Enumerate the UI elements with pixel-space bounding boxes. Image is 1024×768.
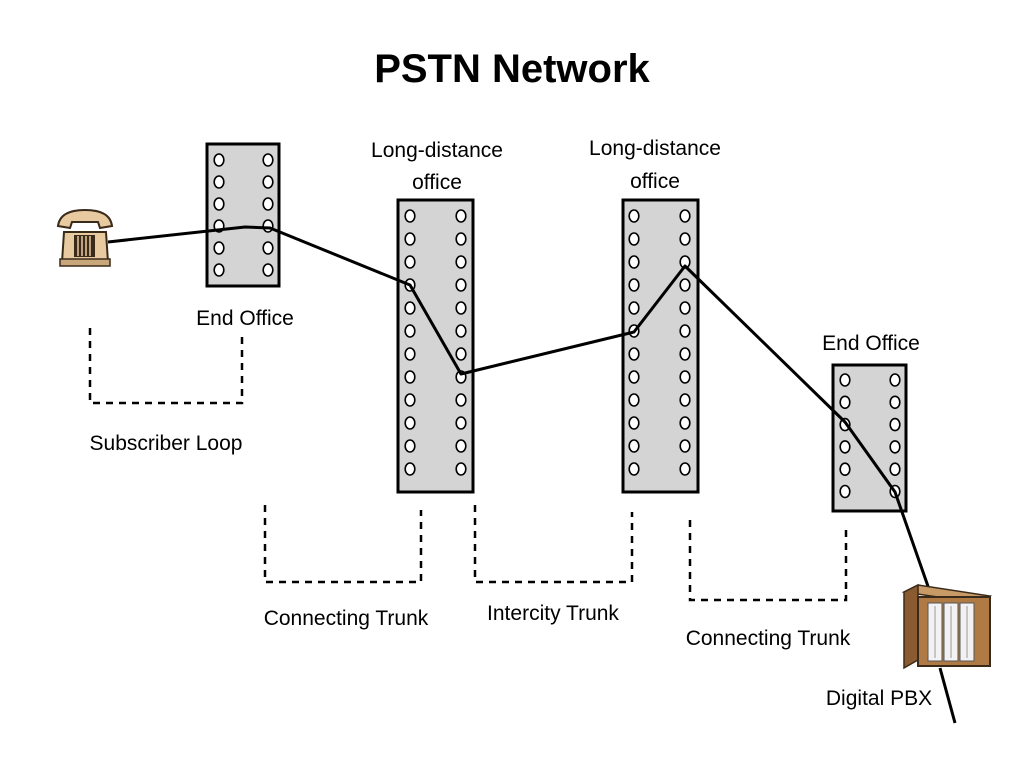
switch-port [455,393,467,407]
switch-port [628,439,640,453]
switch-port [679,278,691,292]
switch-port [262,219,274,233]
switch-port [455,209,467,223]
switch-port [213,241,225,255]
switch-port [839,373,851,387]
switch-port [679,439,691,453]
switch-port [455,301,467,315]
switch-port [455,232,467,246]
switch-port [839,462,851,477]
switch-port [404,324,416,338]
connection-path [107,225,932,593]
switch-port [679,301,691,315]
switch-port [262,263,274,277]
switch-port [628,416,640,430]
connecting-trunk-left-label: Connecting Trunk [264,607,429,630]
end-office-right-switch [831,363,908,513]
switch-port [404,439,416,453]
switch-port [679,347,691,361]
long-distance-office-right-label-line2: office [630,170,680,193]
switch-port [404,301,416,315]
switch-port [213,197,225,211]
long-distance-office-right-switch [621,198,700,494]
switch-port [839,484,851,499]
switch-port [628,462,640,476]
subscriber-loop-bracket [88,328,244,405]
switch-port [404,347,416,361]
pbx-cabinet-icon [901,583,993,670]
switch-port [889,417,901,432]
connecting-trunk-right-label: Connecting Trunk [686,627,851,650]
switch-port [679,324,691,338]
switch-port [404,370,416,384]
switch-port [628,278,640,292]
switch-port [455,462,467,476]
switch-port [679,232,691,246]
switch-port [262,241,274,255]
subscriber-loop-label: Subscriber Loop [90,432,243,455]
long-distance-office-left-label-line2: office [412,171,462,194]
switch-port [455,347,467,361]
switch-port [628,370,640,384]
switch-port [404,255,416,269]
pbx-outgoing-line [938,667,957,724]
switch-port [213,175,225,189]
switch-port [404,393,416,407]
switch-port [628,255,640,269]
connecting-trunk-left-bracket [263,505,423,584]
end-office-left-label: End Office [196,307,294,330]
switch-port [889,373,901,387]
digital-pbx-label: Digital PBX [826,687,932,710]
switch-port [628,347,640,361]
switch-port [262,175,274,189]
switch-port [889,462,901,477]
switch-port [455,416,467,430]
switch-port [455,324,467,338]
long-distance-office-right-label-line1: Long-distance [589,137,721,160]
page-title: PSTN Network [374,47,650,91]
switch-port [404,462,416,476]
long-distance-office-left-switch [396,198,475,494]
intercity-trunk-label: Intercity Trunk [487,602,619,625]
switch-port [628,232,640,246]
switch-port [262,197,274,211]
switch-port [839,440,851,454]
switch-port [889,395,901,410]
intercity-trunk-bracket [473,505,634,584]
switch-port [404,232,416,246]
switch-port [404,416,416,430]
switch-port [679,209,691,223]
switch-port [628,393,640,407]
end-office-right-label: End Office [822,332,920,355]
switch-port [679,416,691,430]
switch-port [404,209,416,223]
switch-port [213,263,225,277]
switch-port [455,439,467,453]
switch-port [679,393,691,407]
switch-port [455,255,467,269]
switch-port [889,440,901,454]
switch-port [455,278,467,292]
switch-port [839,395,851,410]
switch-port [628,301,640,315]
long-distance-office-left-label-line1: Long-distance [371,139,503,162]
switch-port [262,153,274,167]
telephone-icon [56,208,114,267]
end-office-left-switch [205,142,281,288]
connecting-trunk-right-bracket [688,520,848,602]
switch-port [679,462,691,476]
switch-port [679,370,691,384]
switch-port [213,153,225,167]
switch-port [628,209,640,223]
